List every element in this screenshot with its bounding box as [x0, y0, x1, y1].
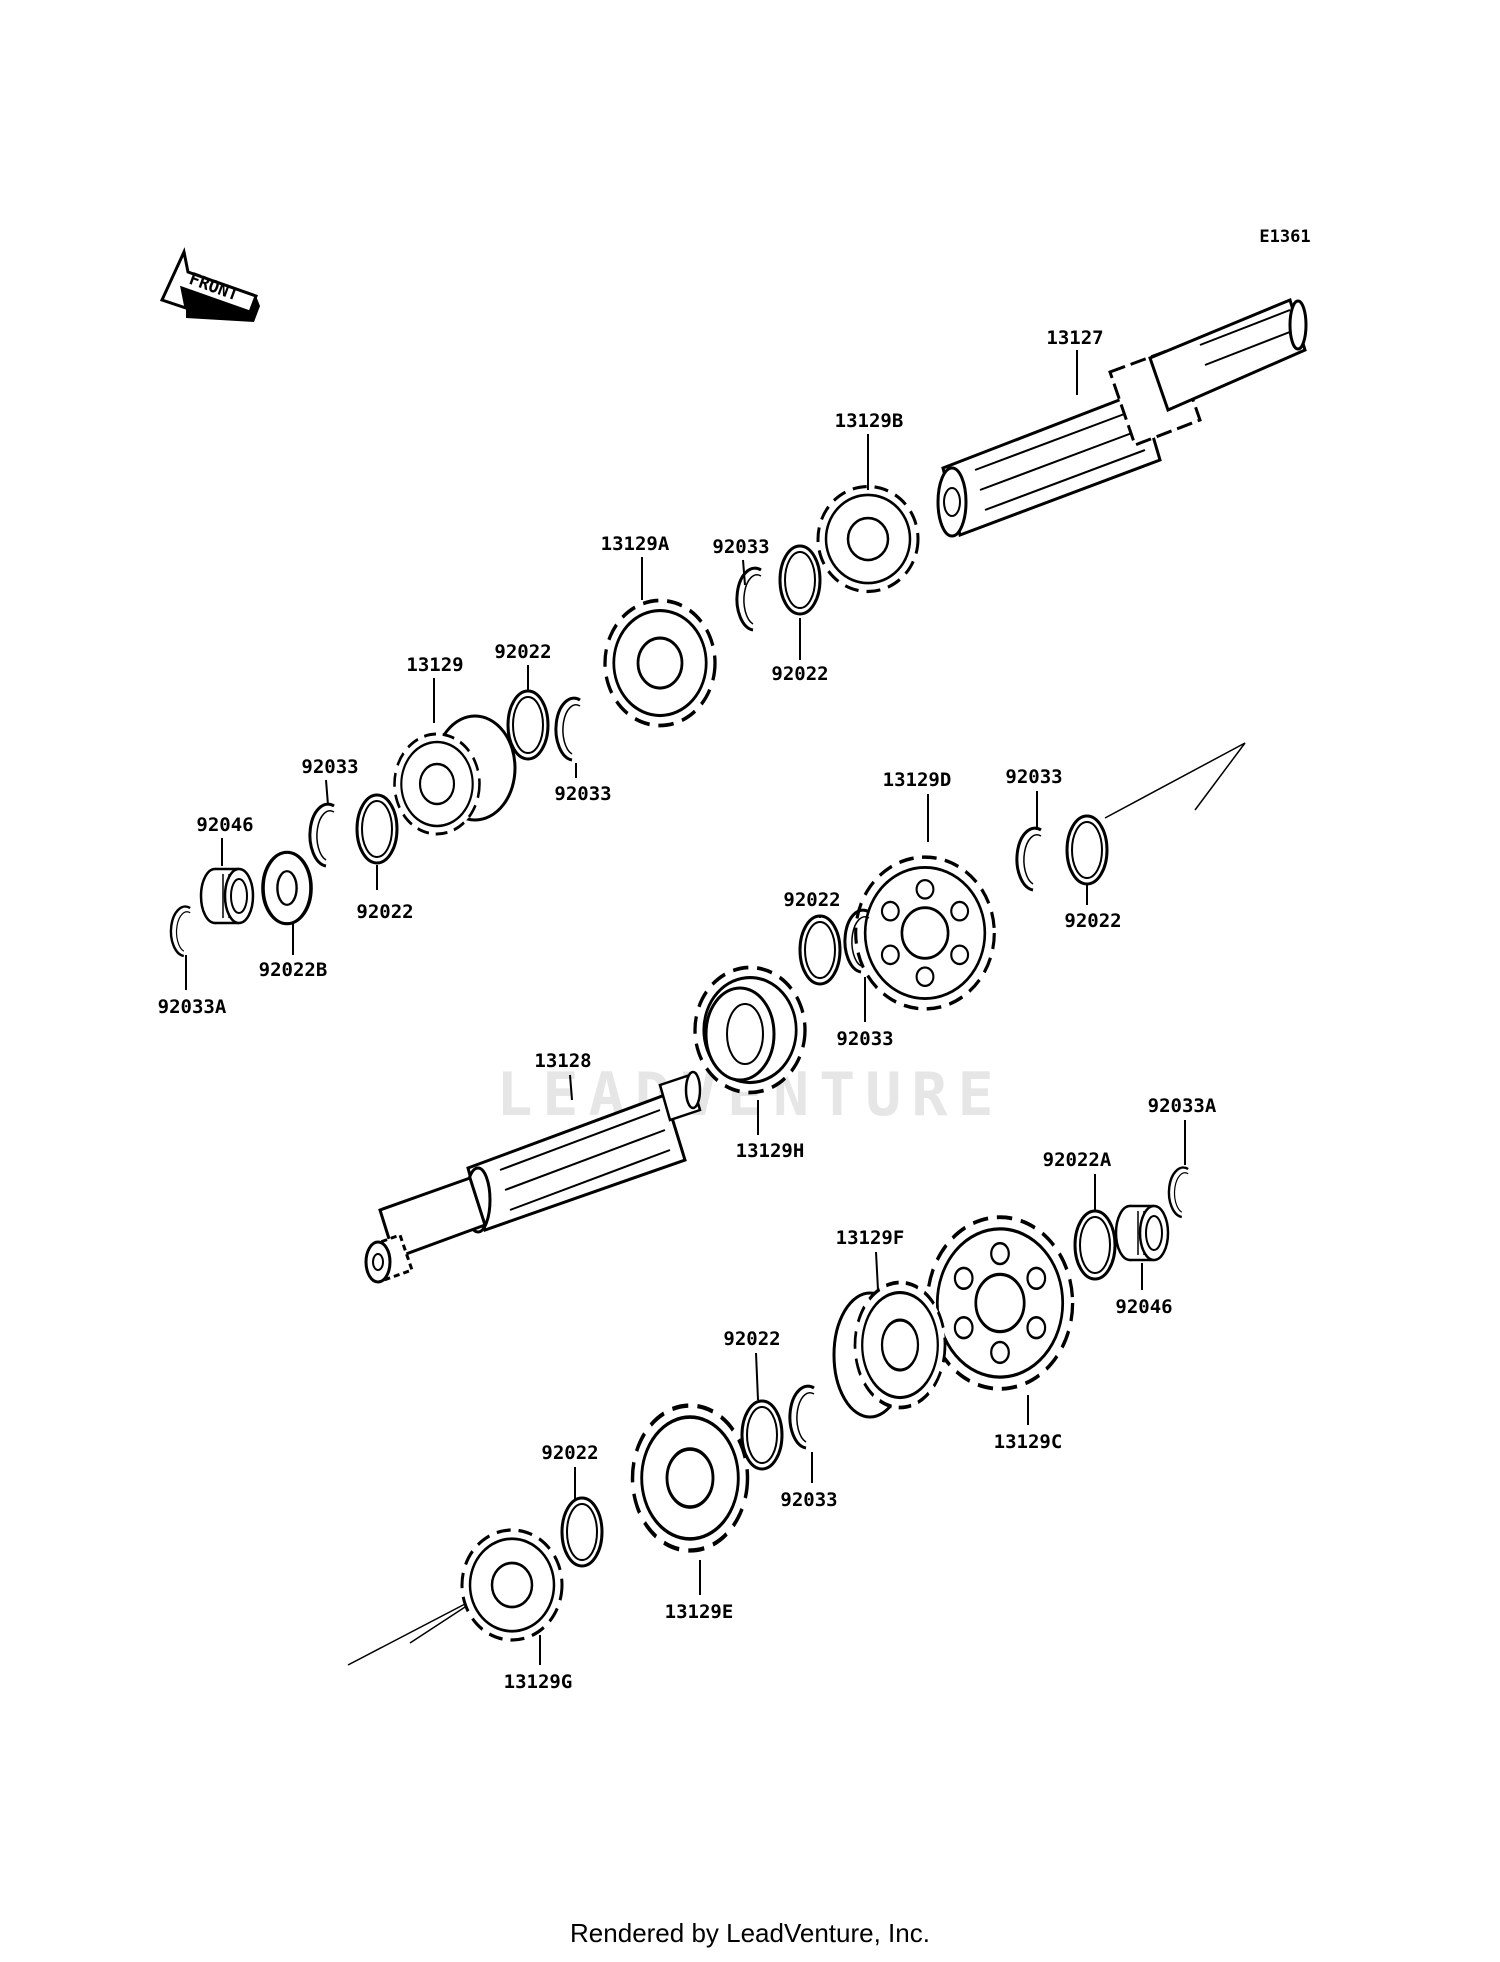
- label-92022A: 92022A: [1043, 1149, 1112, 1171]
- gear-13129E: [633, 1406, 748, 1551]
- label-92033: 92033: [780, 1489, 837, 1511]
- label-92022: 92022: [356, 901, 413, 923]
- label-13129H: 13129H: [736, 1140, 805, 1162]
- label-92022: 92022: [494, 641, 551, 663]
- footer-credit: Rendered by LeadVenture, Inc.: [570, 1918, 930, 1948]
- label-92033A: 92033A: [158, 996, 227, 1018]
- label-92033: 92033: [1005, 766, 1062, 788]
- gear-13129G: [460, 1528, 564, 1642]
- shaft-13127: [936, 297, 1308, 538]
- washer-92022-c: [355, 793, 399, 865]
- label-13128: 13128: [534, 1050, 591, 1072]
- label-92033: 92033: [712, 536, 769, 558]
- circlip-92033A-a: [169, 905, 192, 958]
- label-92046: 92046: [1115, 1296, 1172, 1318]
- gear-13129: [393, 714, 517, 836]
- label-13129B: 13129B: [835, 410, 904, 432]
- label-13129A: 13129A: [601, 533, 670, 555]
- front-arrow-icon: [159, 247, 260, 322]
- label-92033: 92033: [836, 1028, 893, 1050]
- washer-92022-f: [740, 1399, 784, 1471]
- gear-13129C: [925, 1215, 1075, 1391]
- circlip-92033-a: [735, 566, 763, 632]
- washer-92022-e: [798, 914, 842, 986]
- diagram-code: E1361: [1259, 227, 1310, 247]
- circlip-92033-c: [308, 802, 336, 868]
- shaft-13128: [364, 1070, 702, 1284]
- label-92033A: 92033A: [1148, 1095, 1217, 1117]
- gear-13129F: [832, 1280, 947, 1419]
- bearing-92046-a: [199, 867, 255, 925]
- gear-13129H: [693, 965, 807, 1095]
- label-92033: 92033: [301, 756, 358, 778]
- label-92022: 92022: [723, 1328, 780, 1350]
- label-13127: 13127: [1046, 327, 1103, 349]
- circlip-92033A-b: [1167, 1166, 1190, 1219]
- label-13129: 13129: [406, 654, 463, 676]
- label-92022B: 92022B: [259, 959, 328, 981]
- washer-92022-a: [778, 544, 822, 616]
- label-92022: 92022: [771, 663, 828, 685]
- washer-92022-b: [506, 689, 550, 761]
- leader-lines: [185, 350, 1186, 1665]
- circlip-92033-b: [554, 696, 582, 762]
- label-92046: 92046: [196, 814, 253, 836]
- label-92022: 92022: [1064, 910, 1121, 932]
- label-13129E: 13129E: [665, 1601, 734, 1623]
- washer-92022-g: [560, 1496, 604, 1568]
- label-13129D: 13129D: [883, 769, 952, 791]
- washer-92022-d: [1065, 814, 1109, 886]
- label-92022: 92022: [541, 1442, 598, 1464]
- circlip-92033-d: [1015, 826, 1043, 892]
- gear-13129A: [603, 598, 717, 728]
- label-92022: 92022: [783, 889, 840, 911]
- gear-13129B: [816, 484, 920, 594]
- bearing-92046-b: [1114, 1204, 1170, 1262]
- washer-92022A: [1073, 1209, 1117, 1281]
- label-13129C: 13129C: [994, 1431, 1063, 1453]
- label-13129F: 13129F: [836, 1227, 905, 1249]
- label-92033: 92033: [554, 783, 611, 805]
- washer-92022B: [261, 850, 313, 926]
- circlip-92033-f: [788, 1384, 816, 1450]
- label-13129G: 13129G: [504, 1671, 573, 1693]
- gear-13129D: [853, 855, 997, 1011]
